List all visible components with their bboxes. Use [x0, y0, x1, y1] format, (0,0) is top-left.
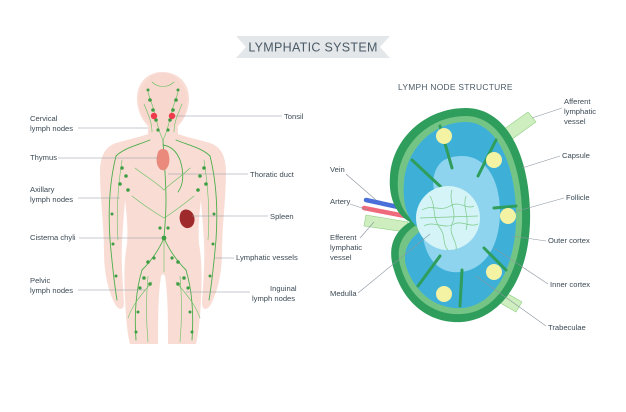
label-pelvic-1: Pelvic: [30, 276, 50, 285]
label-afferent-3: vessel: [564, 117, 586, 126]
label-medulla: Medulla: [330, 289, 357, 298]
label-vein: Vein: [330, 165, 345, 174]
tonsil-left: [150, 112, 158, 120]
label-thoracic-duct: Thoratic duct: [250, 170, 295, 179]
label-cisterna: Cisterna chyli: [30, 233, 76, 242]
tonsil-right: [168, 112, 176, 120]
label-artery: Artery: [330, 197, 350, 206]
node-structure-title: LYMPH NODE STRUCTURE: [398, 82, 513, 92]
label-pelvic-2: lymph nodes: [30, 286, 73, 295]
label-cervical-2: lymph nodes: [30, 124, 73, 133]
label-trabeculae: Trabeculae: [548, 323, 586, 332]
label-capsule: Capsule: [562, 151, 590, 160]
label-outer-cortex: Outer cortex: [548, 236, 590, 245]
medulla-region: [416, 186, 480, 250]
node-labels: Vein Artery Efferent lymphatic vessel Me…: [330, 97, 596, 332]
medulla-network: [419, 189, 479, 251]
label-afferent-2: lymphatic: [564, 107, 596, 116]
spleen-organ: [179, 209, 195, 229]
label-axillary-1: Axillary: [30, 185, 55, 194]
label-spleen: Spleen: [270, 212, 294, 221]
label-lymphatic-vessels: Lymphatic vessels: [236, 253, 298, 262]
label-afferent-1: Afferent: [564, 97, 591, 106]
label-efferent-2: lymphatic: [330, 243, 362, 252]
thymus-organ: [156, 149, 170, 171]
label-inner-cortex: Inner cortex: [550, 280, 590, 289]
label-inguinal-1: Inguinal: [270, 284, 297, 293]
label-follicle: Follicle: [566, 193, 590, 202]
label-axillary-2: lymph nodes: [30, 195, 73, 204]
label-cervical-1: Cervical: [30, 114, 58, 123]
title-banner: LYMPHATIC SYSTEM: [236, 36, 390, 58]
label-thymus: Thymus: [30, 153, 57, 162]
label-efferent-1: Efferent: [330, 233, 357, 242]
label-tonsil: Tonsil: [284, 112, 304, 121]
body-labels: Cervical lymph nodes Thymus Axillary lym…: [30, 112, 304, 303]
page-title: LYMPHATIC SYSTEM: [248, 41, 377, 55]
label-efferent-3: vessel: [330, 253, 352, 262]
body-figure: [100, 72, 226, 344]
body-silhouette: [100, 72, 226, 344]
label-inguinal-2: lymph nodes: [252, 294, 295, 303]
organs: [150, 112, 195, 229]
follicles: [436, 128, 516, 302]
lymph-node-structure: [361, 108, 537, 323]
lymph-nodes: [110, 88, 216, 334]
